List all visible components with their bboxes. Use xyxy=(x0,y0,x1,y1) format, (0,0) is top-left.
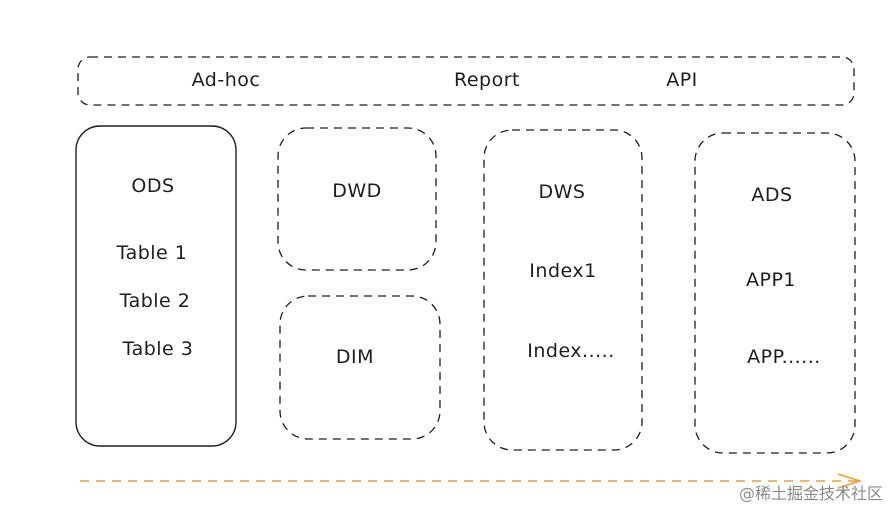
dwd-title: DWD xyxy=(332,180,382,202)
watermark-text: @稀土掘金技术社区 xyxy=(738,484,883,503)
access-item-report: Report xyxy=(454,69,520,91)
access-item-adhoc: Ad-hoc xyxy=(191,69,261,91)
ods-table-2: Table 2 xyxy=(119,290,191,312)
ads-app-more: APP...... xyxy=(747,346,821,368)
ods-title: ODS xyxy=(131,175,175,197)
ads-box xyxy=(694,132,856,454)
access-layer-box xyxy=(77,56,855,106)
ads-app-1: APP1 xyxy=(745,269,797,291)
dws-title: DWS xyxy=(538,181,586,203)
dws-index-more: Index..... xyxy=(527,340,615,362)
ods-table-3: Table 3 xyxy=(122,338,194,360)
ads-title: ADS xyxy=(751,184,793,206)
dws-index-1: Index1 xyxy=(529,260,597,282)
dim-title: DIM xyxy=(335,346,375,368)
access-item-api: API xyxy=(666,69,698,91)
ods-table-1: Table 1 xyxy=(116,242,188,264)
ods-box xyxy=(75,125,237,447)
dws-box xyxy=(483,129,643,451)
dwd-box xyxy=(277,127,437,271)
timeline-arrowhead xyxy=(837,473,863,489)
